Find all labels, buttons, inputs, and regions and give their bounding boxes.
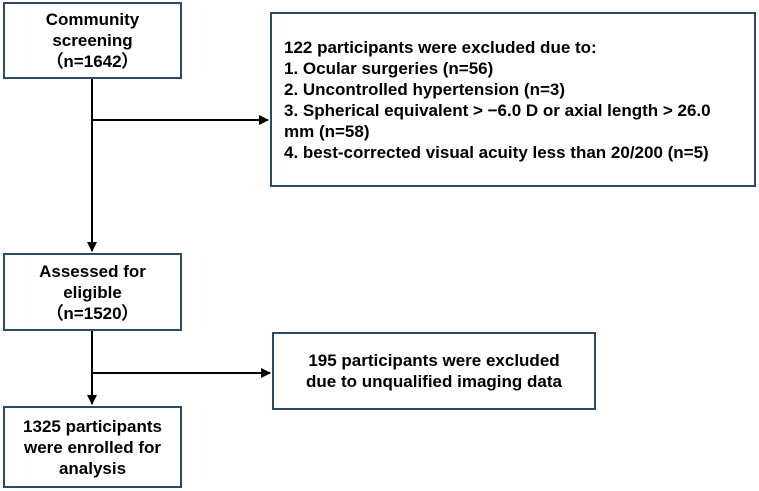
- exclusion2-line-2: due to unqualified imaging data: [306, 372, 562, 391]
- assessed-line-1: Assessed for: [39, 261, 146, 281]
- imaging-exclusion-box: 195 participants were excluded due to un…: [272, 332, 596, 410]
- exclusion2-line-1: 195 participants were excluded: [308, 351, 560, 370]
- enrolled-line-1: 1325 participants: [23, 416, 162, 436]
- exclusion1-line-5: mm (n=58): [284, 121, 370, 141]
- exclusion1-line-3: 2. Uncontrolled hypertension (n=3): [284, 79, 566, 99]
- enrolled-analysis-box: 1325 participants were enrolled for anal…: [3, 406, 182, 488]
- screening-line-2: screening: [52, 31, 133, 50]
- assessed-eligible-box: Assessed for eligible （n=1520）: [3, 253, 182, 331]
- exclusion-criteria-box: 122 participants were excluded due to: 1…: [270, 12, 756, 187]
- exclusion1-line-1: 122 participants were excluded due to:: [284, 37, 597, 57]
- screening-line-3: （n=1642）: [46, 52, 139, 71]
- exclusion1-line-4: 3. Spherical equivalent > −6.0 D or axia…: [284, 100, 711, 120]
- assessed-line-3: （n=1520）: [46, 303, 139, 323]
- exclusion1-line-6: 4. best-corrected visual acuity less tha…: [284, 142, 709, 162]
- community-screening-box: Community screening （n=1642）: [3, 2, 182, 79]
- screening-line-1: Community: [45, 10, 140, 29]
- enrolled-line-3: analysis: [58, 458, 127, 478]
- assessed-line-2: eligible: [63, 282, 122, 302]
- exclusion1-line-2: 1. Ocular surgeries (n=56): [284, 58, 494, 78]
- enrolled-line-2: were enrolled for: [24, 437, 161, 457]
